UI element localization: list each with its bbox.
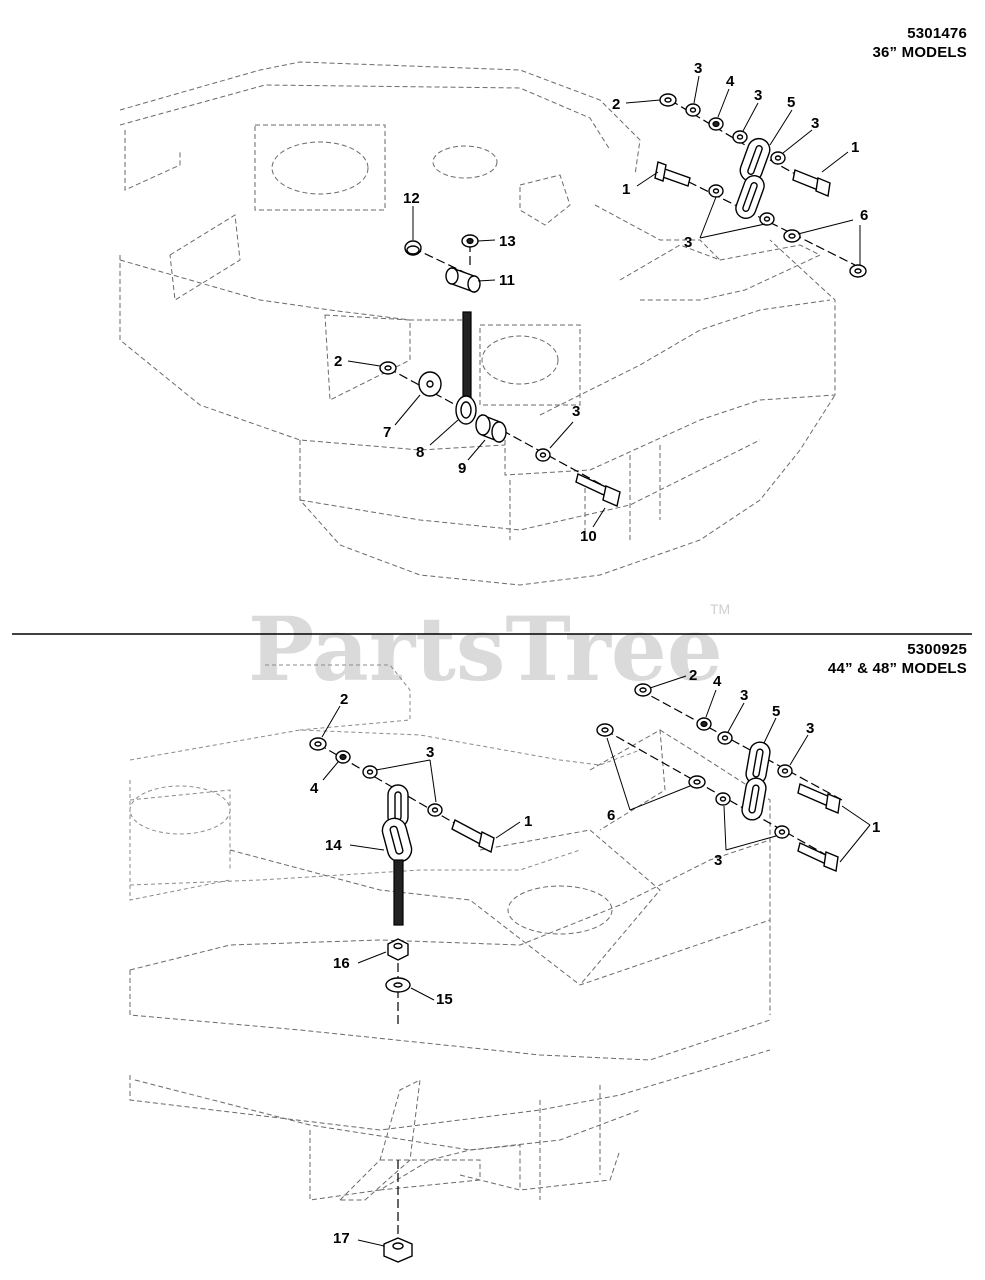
chain-icon (741, 741, 771, 821)
callout-label: 5 (772, 703, 780, 720)
lock-nut-icon (461, 234, 479, 248)
callout-label: 2 (612, 96, 620, 113)
bottom-section-header: 5300925 44” & 48” MODELS (828, 640, 967, 678)
top-callouts: 2 3 4 3 5 3 1 1 3 6 12 13 11 (334, 60, 868, 545)
callout-label: 11 (499, 272, 515, 289)
callout-label: 2 (334, 353, 342, 370)
callout-label: 15 (436, 991, 453, 1008)
watermark-text: PartsTree (248, 597, 723, 701)
trunnion-icon (445, 267, 481, 293)
bolt-icon (797, 783, 841, 814)
callout-label: 3 (811, 115, 819, 132)
lock-nut-icon (335, 750, 351, 764)
lock-nut-icon (696, 717, 712, 731)
washer-icon (759, 212, 775, 226)
bottom-hardware (309, 683, 843, 1263)
top-part-number: 5301476 (907, 25, 967, 42)
flange-nut-icon (783, 229, 801, 243)
callout-label: 3 (572, 403, 580, 420)
callout-label: 9 (458, 460, 466, 477)
flange-nut-icon (383, 1237, 413, 1263)
washer-icon (685, 103, 701, 117)
callout-label: 8 (416, 444, 424, 461)
flange-nut-icon (309, 737, 327, 751)
callout-label: 2 (340, 691, 348, 708)
washer-icon (418, 371, 442, 397)
callout-label: 4 (310, 780, 319, 797)
threaded-rod-icon (455, 311, 477, 425)
hex-nut-icon (387, 938, 409, 961)
flange-nut-icon (596, 723, 614, 737)
callout-label: 1 (851, 139, 859, 156)
washer-icon (427, 803, 443, 817)
callout-label: 5 (787, 94, 795, 111)
bolt-icon (654, 161, 691, 187)
flange-nut-icon (659, 93, 677, 107)
top-models-label: 36” MODELS (872, 44, 967, 61)
callout-label: 1 (872, 819, 880, 836)
callout-label: 1 (524, 813, 532, 830)
washer-icon (774, 825, 790, 839)
washer-icon (777, 764, 793, 778)
watermark-trademark: TM (710, 601, 730, 617)
callout-label: 6 (860, 207, 868, 224)
washer-icon (732, 130, 748, 144)
bolt-icon (797, 842, 839, 872)
callout-label: 2 (689, 667, 697, 684)
chain-icon (735, 137, 771, 219)
callout-label: 3 (426, 744, 434, 761)
callout-label: 4 (713, 673, 722, 690)
washer-icon (708, 184, 724, 198)
bolt-icon (575, 473, 621, 507)
callout-label: 3 (684, 234, 692, 251)
top-section-header: 5301476 36” MODELS (872, 24, 967, 62)
bolt-icon (451, 818, 495, 854)
flange-nut-icon (379, 361, 397, 375)
spacer-icon (475, 413, 507, 444)
callout-label: 7 (383, 424, 391, 441)
washer-icon (535, 448, 551, 462)
flange-nut-icon (688, 775, 706, 789)
bolt-icon (792, 169, 831, 197)
washer-icon (362, 765, 378, 779)
callout-label: 1 (622, 181, 630, 198)
bottom-callouts: 2 4 3 5 3 1 6 3 2 4 3 1 (310, 667, 880, 1247)
top-deck-outline (119, 61, 836, 586)
callout-label: 14 (325, 837, 342, 854)
callout-label: 3 (754, 87, 762, 104)
callout-label: 17 (333, 1230, 350, 1247)
callout-label: 3 (740, 687, 748, 704)
spacer-icon (404, 240, 422, 256)
threaded-rod-icon (393, 859, 404, 926)
callout-label: 10 (580, 528, 597, 545)
lock-nut-icon (708, 117, 724, 131)
callout-label: 16 (333, 955, 350, 972)
bottom-models-label: 44” & 48” MODELS (827, 660, 967, 677)
callout-label: 6 (607, 807, 615, 824)
top-hardware (379, 93, 867, 507)
callout-label: 3 (714, 852, 722, 869)
washer-icon (717, 731, 733, 745)
bottom-deck-outline (129, 664, 771, 1201)
bottom-part-number: 5300925 (907, 641, 967, 658)
flange-nut-icon (634, 683, 652, 697)
washer-icon (385, 977, 411, 993)
callout-label: 3 (694, 60, 702, 77)
chain-icon (381, 784, 413, 863)
callout-label: 3 (806, 720, 814, 737)
callout-label: 4 (726, 73, 735, 90)
flange-nut-icon (849, 264, 867, 278)
washer-icon (715, 792, 731, 806)
washer-icon (770, 151, 786, 165)
callout-label: 13 (499, 233, 516, 250)
callout-label: 12 (403, 190, 420, 207)
